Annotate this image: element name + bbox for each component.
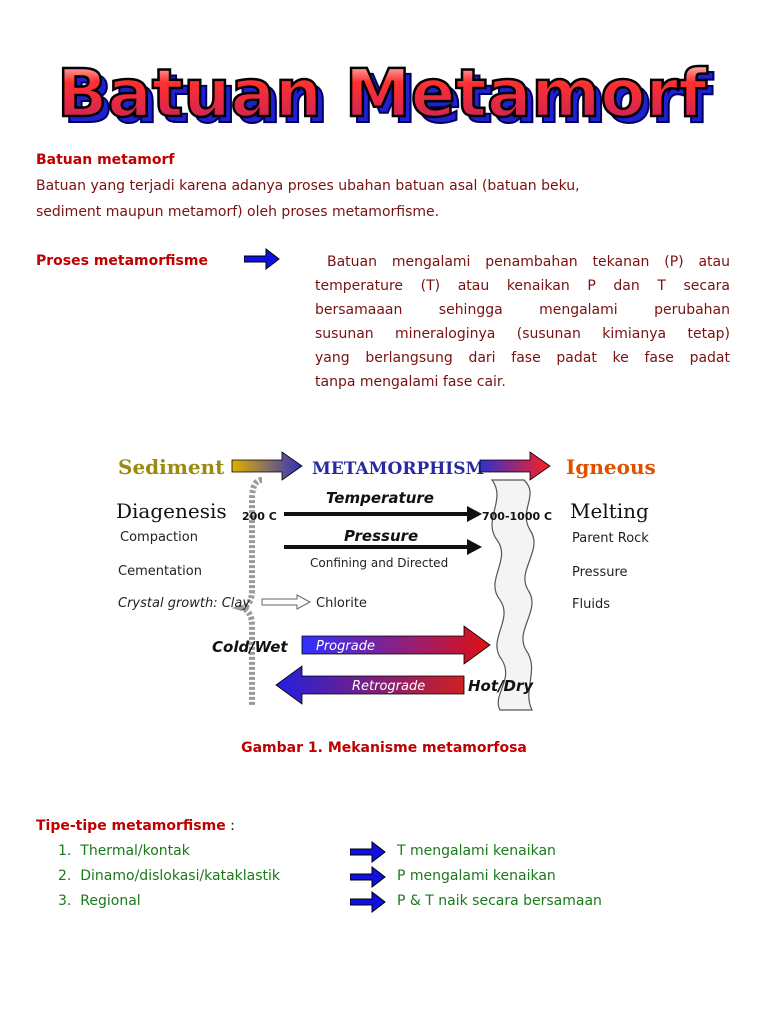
rock-column — [490, 479, 535, 711]
prograde-arrow — [301, 625, 491, 665]
pressure-label: Pressure — [344, 527, 418, 545]
list-number: 1. — [58, 843, 72, 859]
hot-dry-label: Hot/Dry — [468, 677, 534, 695]
process-line: tanpa mengalami fase cair. — [315, 374, 506, 390]
process-line: temperature (T) atau kenaikan P dan T se… — [315, 278, 730, 294]
list-name: Regional — [80, 893, 141, 909]
temperature-label: Temperature — [326, 489, 434, 507]
cold-wet-label: Cold/Wet — [212, 638, 288, 656]
list-desc: P & T naik secara bersamaan — [397, 893, 602, 909]
page-title: Batuan Metamorf Batuan Metamorf — [56, 54, 715, 139]
pressure2-label: Pressure — [572, 565, 628, 580]
process-line: bersamaaan sehingga mengalami perubahan — [315, 302, 730, 318]
metamorphism-diagram: Sediment METAMORPHISM Igneous Diagenesis… — [116, 451, 656, 711]
list-number: 3. — [58, 893, 72, 909]
list-item: 2. Dinamo/dislokasi/kataklastik — [58, 865, 280, 887]
clay-arrow — [261, 594, 312, 610]
process-description: Batuan mengalami penambahan tekanan (P) … — [315, 250, 730, 394]
left-bracket — [231, 477, 263, 705]
arrow-right-icon — [350, 891, 386, 913]
process-line: yang berlangsung dari fase padat ke fase… — [315, 350, 730, 366]
retrograde-label: Retrograde — [352, 679, 425, 694]
parent-rock-label: Parent Rock — [572, 531, 649, 546]
list-item: 1. Thermal/kontak — [58, 840, 190, 862]
list-name: Thermal/kontak — [80, 843, 190, 859]
list-item: 3. Regional — [58, 890, 141, 912]
temp-200-label: 200 C — [242, 510, 277, 523]
arrow-right-icon — [350, 866, 386, 888]
metamorphism-label: METAMORPHISM — [312, 459, 485, 479]
chlorite-label: Chlorite — [316, 596, 367, 611]
compaction-label: Compaction — [120, 530, 198, 545]
arrow-right-icon — [350, 841, 386, 863]
definition-line-2: sediment maupun metamorf) oleh proses me… — [36, 204, 440, 220]
sediment-arrow — [231, 451, 303, 481]
diagenesis-label: Diagenesis — [116, 499, 227, 523]
figure-caption: Gambar 1. Mekanisme metamorfosa — [241, 740, 527, 756]
process-label: Proses metamorfisme — [36, 253, 208, 269]
list-number: 2. — [58, 868, 72, 884]
definition-line-1: Batuan yang terjadi karena adanya proses… — [36, 178, 580, 194]
fluids-label: Fluids — [572, 597, 610, 612]
cementation-label: Cementation — [118, 564, 202, 579]
title-text: Batuan Metamorf — [57, 55, 708, 132]
igneous-arrow — [479, 451, 551, 481]
temp-700-label: 700-1000 C — [482, 510, 552, 523]
sediment-label: Sediment — [118, 455, 225, 479]
process-line: Batuan mengalami penambahan tekanan (P) … — [327, 254, 730, 270]
arrow-right-icon — [244, 248, 280, 270]
pressure-arrow — [284, 539, 482, 555]
igneous-label: Igneous — [566, 455, 656, 479]
crystal-growth-label: Crystal growth: Clay — [118, 596, 250, 611]
list-name: Dinamo/dislokasi/kataklastik — [80, 868, 281, 884]
definition-heading: Batuan metamorf — [36, 152, 175, 168]
process-line: susunan mineraloginya (susunan kimianya … — [315, 326, 730, 342]
title-shadow: Batuan Metamorf — [63, 61, 714, 138]
confining-label: Confining and Directed — [310, 556, 448, 570]
retrograde-arrow — [275, 665, 465, 705]
list-desc: P mengalami kenaikan — [397, 868, 556, 884]
types-heading: Tipe-tipe metamorfisme — [36, 818, 226, 834]
types-heading-row: Tipe-tipe metamorfisme : — [36, 818, 235, 834]
prograde-label: Prograde — [316, 639, 375, 654]
temperature-arrow — [284, 506, 482, 522]
melting-label: Melting — [570, 499, 649, 523]
list-desc: T mengalami kenaikan — [397, 843, 556, 859]
types-colon: : — [225, 818, 235, 834]
